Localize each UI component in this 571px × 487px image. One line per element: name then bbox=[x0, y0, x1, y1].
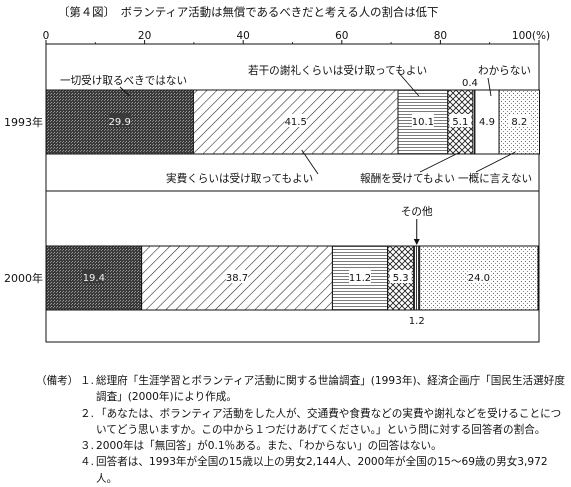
plot-frame bbox=[45, 43, 540, 343]
plot-border bbox=[45, 43, 540, 343]
series-callout: 一切受け取るべきではない bbox=[60, 75, 187, 87]
bar-segment bbox=[413, 245, 421, 311]
data-label-bg bbox=[475, 114, 498, 127]
x-axis: 0 20 40 60 80 100(%) bbox=[43, 30, 550, 44]
note-row-3: ３. 2000年は「無回答」が0.1％ある。また、「わからない」の回答はない。 bbox=[36, 438, 566, 454]
note-text: 回答者は、1993年が全国の15歳以上の男女2,144人、2000年が全国の15… bbox=[96, 456, 548, 485]
data-label: 5.1 bbox=[452, 117, 468, 128]
x-tick-label: 40 bbox=[237, 30, 250, 42]
data-label-bg bbox=[467, 270, 490, 283]
data-label-bg bbox=[389, 270, 412, 283]
chart-title: 〔第４図〕 ボランティア活動は無償であるべきだと考える人の割合は低下 bbox=[58, 5, 438, 19]
leader-line bbox=[475, 151, 516, 173]
data-label: 0.4 bbox=[462, 78, 478, 89]
note-row-4: ４. 回答者は、1993年が全国の15歳以上の男女2,144人、2000年が全国… bbox=[36, 454, 566, 487]
leader-line bbox=[119, 86, 131, 97]
category-label: 2000年 bbox=[4, 271, 43, 285]
stacked-bar-chart: 〔第４図〕 ボランティア活動は無償であるべきだと考える人の割合は低下 0 20 40… bbox=[4, 5, 550, 343]
data-label-bg bbox=[82, 270, 105, 283]
data-label-bg bbox=[508, 114, 531, 127]
category-rows: 1993年 2000年 bbox=[4, 115, 43, 285]
data-label: 29.9 bbox=[109, 117, 131, 128]
x-tick-label: 20 bbox=[138, 30, 151, 42]
note-text: 「あなたは、ボランティア活動をした人が、交通費や食費などの実費や謝礼などを受ける… bbox=[96, 407, 562, 436]
note-number: ４. bbox=[80, 456, 94, 469]
data-label: 24.0 bbox=[468, 273, 490, 284]
data-label-bg bbox=[108, 114, 131, 127]
series-callout: わからない bbox=[478, 65, 531, 77]
data-label: 8.2 bbox=[511, 117, 527, 128]
note-number: ３. bbox=[80, 440, 94, 453]
data-label: 11.2 bbox=[349, 273, 371, 284]
data-label-bg bbox=[411, 114, 434, 127]
data-label: 38.7 bbox=[226, 273, 248, 284]
note-row-1: （備考） １. 総理府「生涯学習とボランティア活動に関する世論調査」(1993年… bbox=[36, 373, 566, 406]
arrow-head bbox=[413, 239, 420, 245]
data-label-bg bbox=[449, 114, 472, 127]
leader-line bbox=[487, 77, 492, 97]
note-row-2: ２. 「あなたは、ボランティア活動をした人が、交通費や食費などの実費や謝礼などを… bbox=[36, 406, 566, 439]
x-tick-label: 80 bbox=[434, 30, 447, 42]
note-number: １. bbox=[80, 375, 94, 387]
series-callout: 一概に言えない bbox=[458, 172, 532, 185]
data-label: 10.1 bbox=[412, 117, 434, 128]
notes: （備考） １. 総理府「生涯学習とボランティア活動に関する世論調査」(1993年… bbox=[36, 373, 566, 487]
data-label: 1.2 bbox=[409, 316, 425, 327]
note-number: ２. bbox=[80, 407, 94, 420]
data-label-bg bbox=[284, 114, 307, 127]
x-tick-label: 0 bbox=[43, 30, 50, 42]
leader-line bbox=[397, 71, 420, 97]
x-tick-label: 60 bbox=[335, 30, 348, 42]
data-label-bg bbox=[349, 270, 372, 283]
series-callout: その他 bbox=[401, 205, 433, 218]
series-callout: 若干の謝礼くらいは受け取ってもよい bbox=[248, 64, 427, 77]
series-callouts: 一切受け取るべきではない 若干の謝礼くらいは受け取ってもよい わからない実費くらいは… bbox=[60, 64, 532, 327]
data-label: 5.3 bbox=[393, 273, 409, 284]
data-label: 19.4 bbox=[83, 273, 105, 284]
notes-heading: （備考） bbox=[36, 375, 79, 387]
data-label: 41.5 bbox=[285, 117, 307, 128]
data-label: 4.9 bbox=[479, 117, 495, 128]
note-text: 2000年は「無回答」が0.1％ある。また、「わからない」の回答はない。 bbox=[96, 440, 442, 453]
series-callout: 報酬を受けてもよい bbox=[360, 173, 455, 185]
leader-line bbox=[419, 151, 461, 173]
leader-line bbox=[301, 149, 319, 175]
x-tick-label: 100(%) bbox=[512, 30, 550, 42]
data-label-bg bbox=[226, 270, 249, 283]
bars: 29.9 41.5 10.1 5.1 4.9 8.2 19.4 38.7 11.2 5.3 24.0 bbox=[45, 89, 540, 311]
category-label: 1993年 bbox=[4, 115, 43, 129]
note-text: 総理府「生涯学習とボランティア活動に関する世論調査」(1993年)、経済企画庁「… bbox=[96, 375, 565, 404]
series-callout: 実費くらいは受け取ってもよい bbox=[166, 172, 313, 185]
